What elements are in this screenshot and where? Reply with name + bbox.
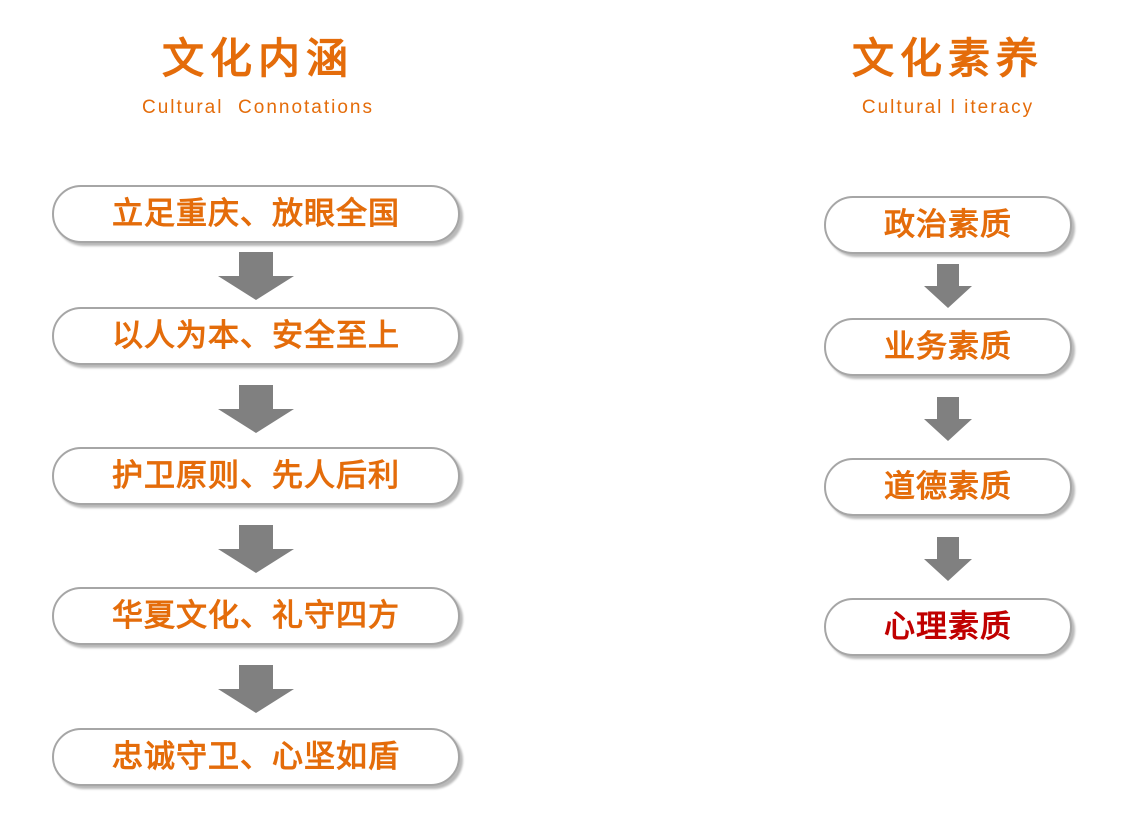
arrow-down-icon bbox=[218, 385, 294, 433]
left-flow-step-label: 华夏文化、礼守四方 bbox=[112, 597, 400, 634]
right-flow-step-4: 心理素质 bbox=[824, 598, 1072, 656]
left-flow-step-label: 忠诚守卫、心坚如盾 bbox=[112, 738, 400, 775]
left-flow-step-3: 护卫原则、先人后利 bbox=[52, 447, 460, 505]
arrow-down-icon bbox=[218, 665, 294, 713]
left-flow-step-1: 立足重庆、放眼全国 bbox=[52, 185, 460, 243]
right-column-subtitle: Cultural l iteracy bbox=[861, 97, 1035, 118]
right-flow-step-2: 业务素质 bbox=[824, 318, 1072, 376]
right-flow-step-label: 业务素质 bbox=[884, 328, 1012, 365]
left-flow-step-4: 华夏文化、礼守四方 bbox=[52, 587, 460, 645]
left-flow-step-label: 以人为本、安全至上 bbox=[112, 317, 400, 354]
arrow-down-icon bbox=[924, 537, 972, 581]
right-flow-step-1: 政治素质 bbox=[824, 196, 1072, 254]
left-flow-step-label: 立足重庆、放眼全国 bbox=[112, 195, 400, 232]
arrow-down-icon bbox=[218, 525, 294, 573]
left-flow-step-2: 以人为本、安全至上 bbox=[52, 307, 460, 365]
left-column-subtitle: Cultural Connotations bbox=[142, 97, 374, 118]
left-flow-step-5: 忠诚守卫、心坚如盾 bbox=[52, 728, 460, 786]
arrow-down-icon bbox=[924, 264, 972, 308]
right-flow-step-label: 政治素质 bbox=[884, 206, 1012, 243]
right-flow-step-label: 道德素质 bbox=[884, 468, 1012, 505]
arrow-down-icon bbox=[218, 252, 294, 300]
right-flow-step-3: 道德素质 bbox=[824, 458, 1072, 516]
arrow-down-icon bbox=[924, 397, 972, 441]
right-flow-step-label: 心理素质 bbox=[884, 608, 1012, 645]
left-flow-step-label: 护卫原则、先人后利 bbox=[112, 457, 400, 494]
right-column-title: 文化素养 bbox=[851, 34, 1044, 83]
left-column-title: 文化内涵 bbox=[161, 34, 354, 83]
